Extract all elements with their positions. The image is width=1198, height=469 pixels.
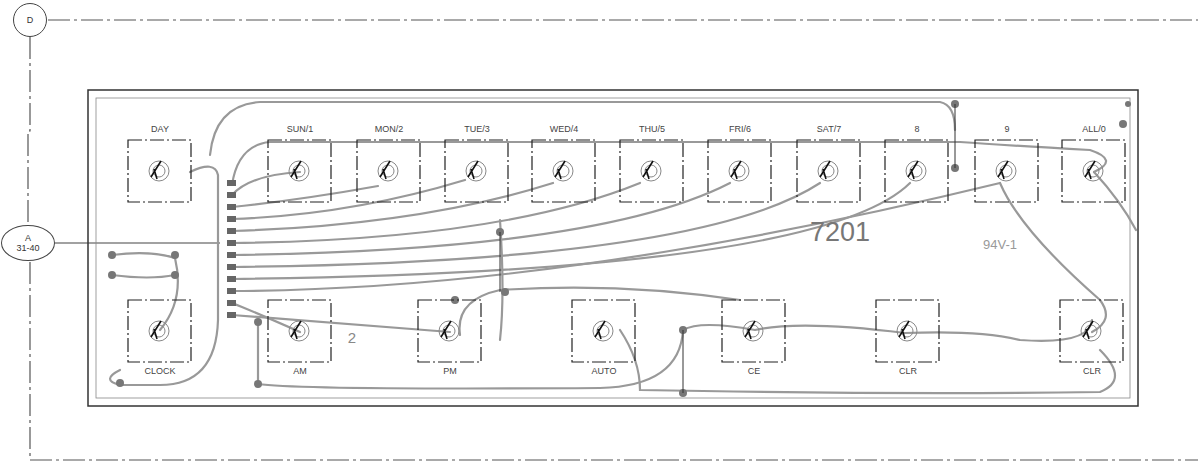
key-switch [1062,140,1125,202]
key-label: MON/2 [375,124,404,135]
reference-text: 31-40 [16,243,39,253]
key-label: CE [748,366,761,377]
key-switch [128,300,191,362]
board-marking: 7201 [810,218,870,247]
key-label: CLR [899,366,917,377]
frame-connector [28,37,30,225]
key-label: THU/5 [639,124,665,135]
key-label: ALL/0 [1082,124,1106,135]
key-switch [876,300,939,362]
board-outline [88,90,1138,406]
key-switch [620,140,683,202]
frame-line [30,262,1198,460]
key-switch [1060,300,1123,362]
key-label: PM [443,366,457,377]
key-label: DAY [151,124,169,135]
key-switch [708,140,771,202]
key-switch [797,140,860,202]
key-label: AM [293,366,307,377]
key-label: SUN/1 [287,124,314,135]
key-label: SAT/7 [817,124,841,135]
key-label: FRI/6 [729,124,751,135]
key-switch [885,140,948,202]
key-label: CLR [1083,366,1101,377]
key-switch [268,140,331,202]
key-label: 8 [914,124,919,135]
key-switch [975,140,1038,202]
reference-text: A [25,233,31,243]
reference-circle: A31-40 [1,225,55,261]
key-switch [268,300,331,362]
key-switch [572,300,635,362]
board-marking: 2 [348,329,356,346]
key-label: 9 [1004,124,1009,135]
key-switch [445,140,508,202]
key-switch [357,140,420,202]
key-label: AUTO [592,366,617,377]
reference-text: D [27,15,34,25]
key-switch [128,140,191,202]
board-marking: 94V-1 [983,237,1017,252]
key-switch [418,300,481,362]
key-switch [532,140,595,202]
key-switch [722,300,785,362]
key-label: CLOCK [144,366,175,377]
key-label: TUE/3 [464,124,490,135]
frame-line [48,19,1198,20]
key-label: WED/4 [550,124,579,135]
reference-circle: D [13,3,47,37]
